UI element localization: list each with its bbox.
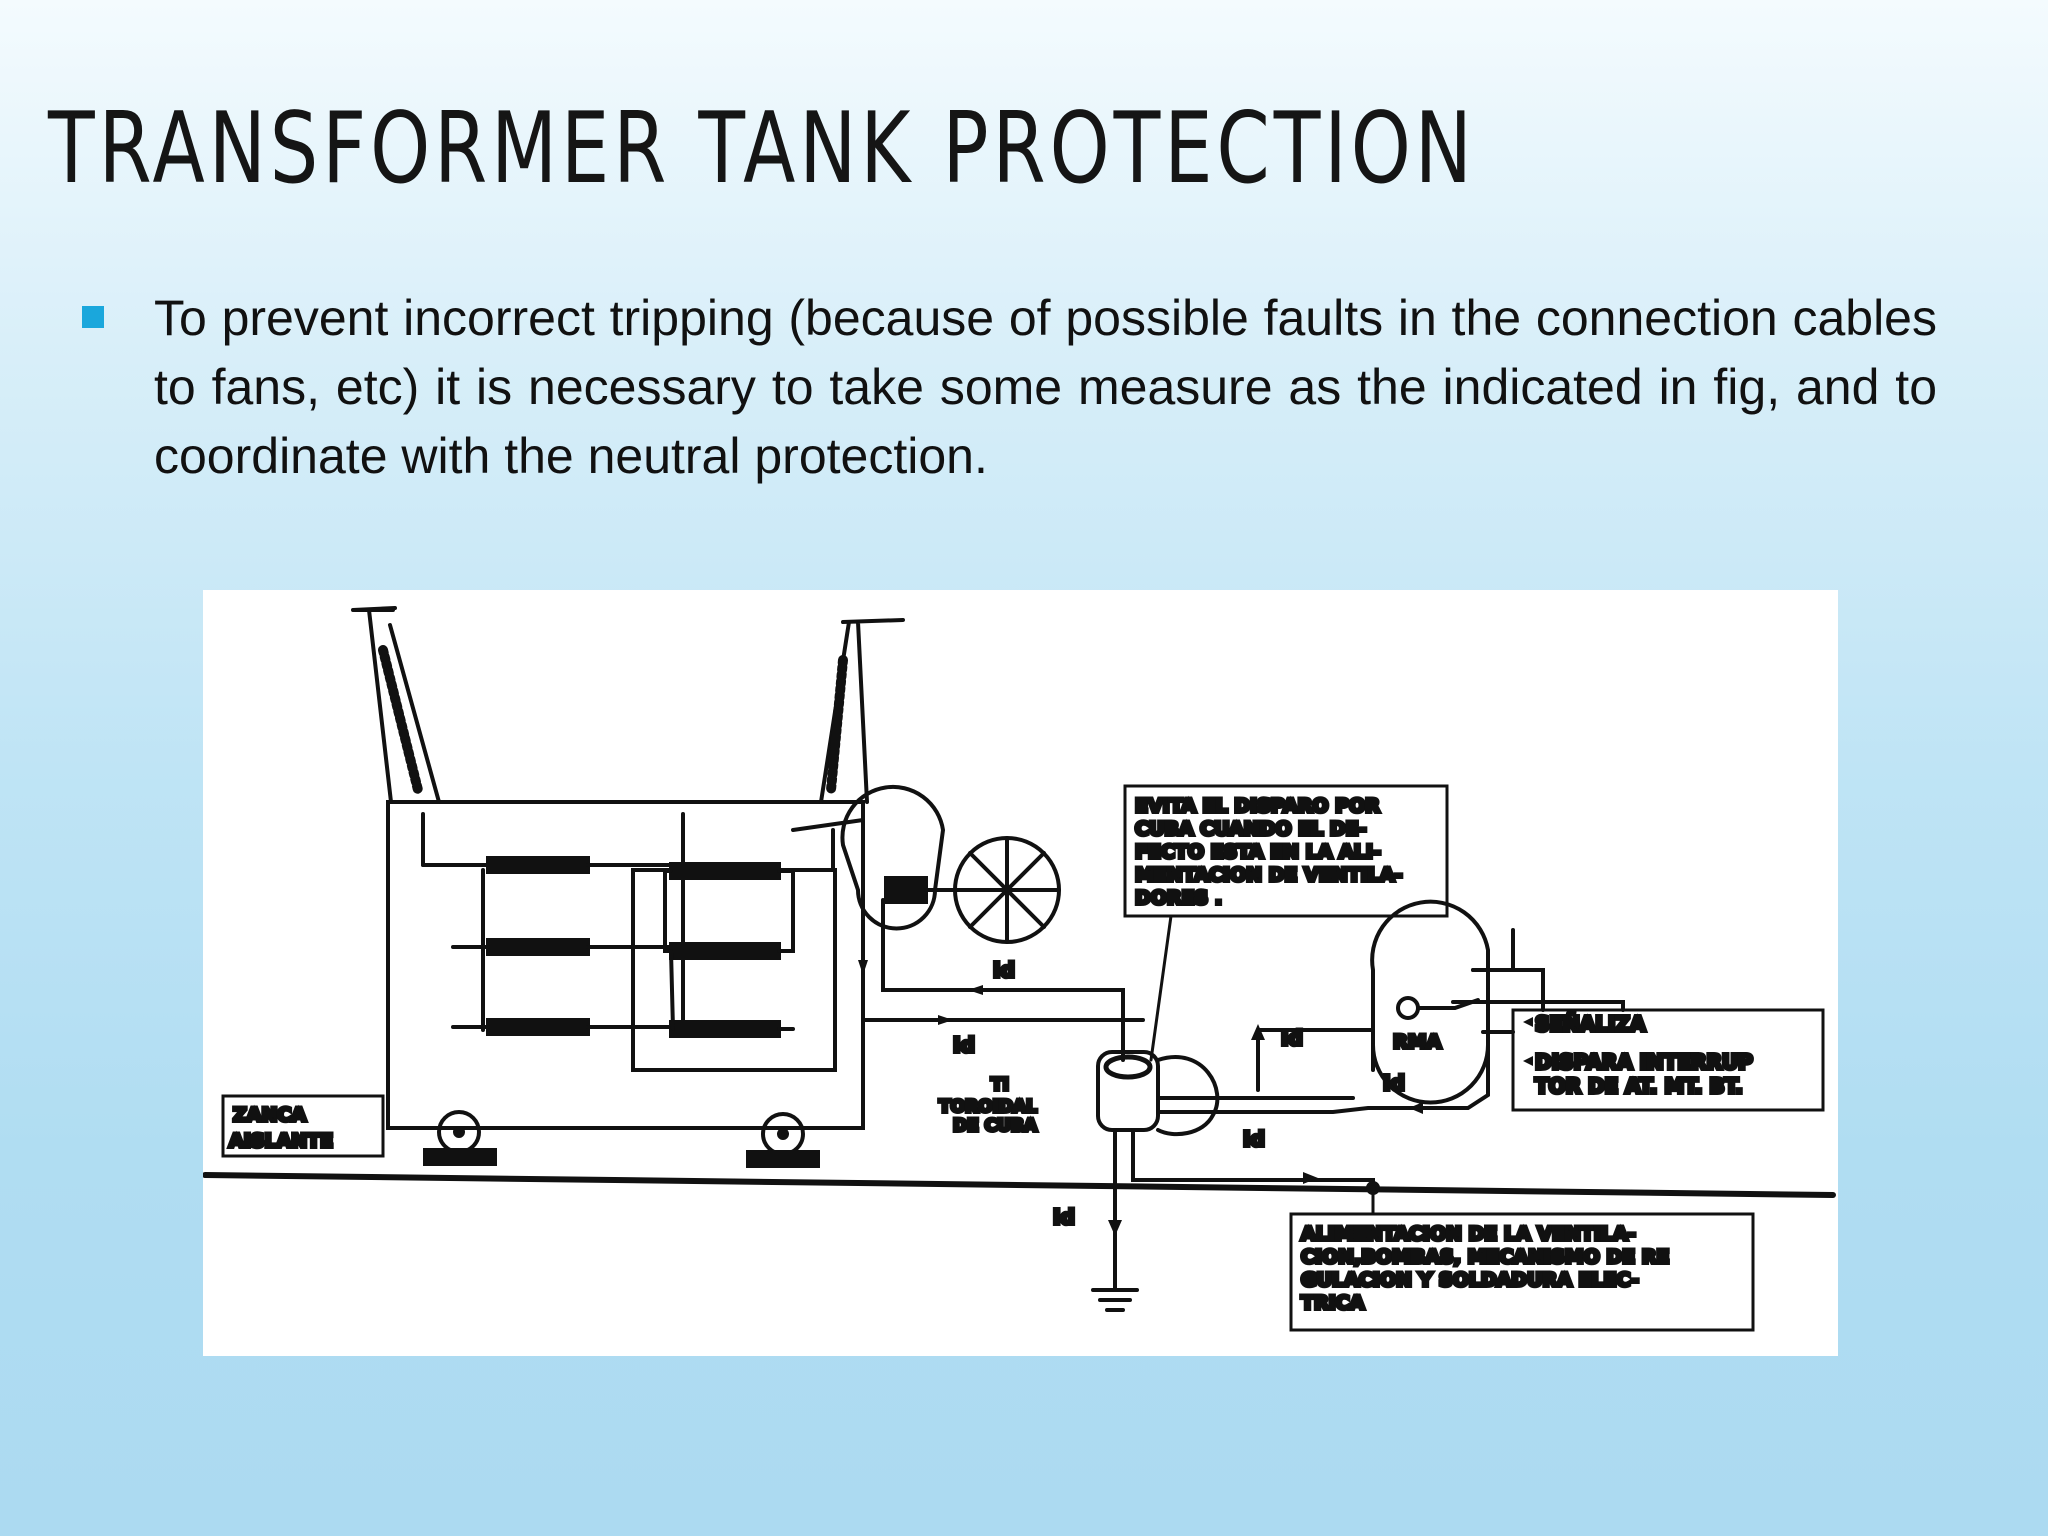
- id-label-5: Id: [1243, 1127, 1265, 1151]
- transformer-tank: [386, 800, 865, 1130]
- id-label-1: Id: [993, 958, 1015, 982]
- zanca-label-2: AISLANTE: [229, 1130, 333, 1152]
- ti-label-2: TOROIDAL: [939, 1097, 1037, 1117]
- id-label-2: Id: [953, 1033, 975, 1057]
- note-line-3: FECTO ESTA EN LA ALI-: [1135, 841, 1381, 863]
- rma-label: RMA: [1393, 1031, 1442, 1053]
- diagram-svg: ZANCA AISLANTE Id Id Id Id Id Id: [203, 606, 1836, 1332]
- primary-windings: [421, 812, 685, 1036]
- zanca-label-1: ZANCA: [233, 1104, 306, 1126]
- bullet-text: To prevent incorrect tripping (because o…: [154, 290, 1937, 484]
- signal-line-3: TOR DE AT. MT. BT.: [1535, 1074, 1743, 1098]
- ti-label-3: DE CUBA: [953, 1116, 1038, 1136]
- transformer-tank-protection-diagram: ZANCA AISLANTE Id Id Id Id Id Id: [203, 590, 1838, 1356]
- left-bushing-icon: [351, 606, 441, 804]
- wheel-right-icon: [746, 1112, 820, 1168]
- zanca-box: [221, 1094, 385, 1158]
- supply-line-4: TRICA: [1301, 1292, 1365, 1314]
- fan-icon: [953, 836, 1061, 944]
- wheel-left-icon: [423, 1110, 497, 1166]
- id-label-6: Id: [1053, 1205, 1075, 1229]
- signal-line-2: DISPARA INTERRUP: [1535, 1050, 1753, 1074]
- note-line-5: DORES .: [1135, 887, 1222, 909]
- note-line-2: CUBA CUANDO EL DE-: [1135, 818, 1366, 840]
- fan-motor-icon: [840, 784, 946, 931]
- supply-line-3: GULACION Y SOLDADURA ELEC-: [1301, 1269, 1639, 1291]
- signal-line-1: SEÑALIZA: [1535, 1012, 1646, 1036]
- signal-box: [1511, 1008, 1825, 1112]
- slide-title: TRANSFORMER TANK PROTECTION: [48, 92, 1476, 206]
- ti-label-1: TI: [991, 1075, 1009, 1095]
- note-box: [1123, 784, 1449, 918]
- note-line-4: MENTACION DE VENTILA-: [1135, 864, 1402, 886]
- ground-line: [203, 1172, 1836, 1198]
- supply-line-2: CION,BOMBAS, MECANISMO DE RE: [1301, 1246, 1669, 1268]
- note-line-1: EVITA EL DISPARO POR: [1135, 795, 1380, 817]
- supply-box: [1289, 1212, 1755, 1332]
- secondary-windings: [631, 818, 865, 1072]
- supply-line-1: ALIMENTACION DE LA VENTILA-: [1301, 1223, 1636, 1245]
- bullet-square-icon: [82, 306, 104, 328]
- right-bushing-icon: [819, 618, 905, 804]
